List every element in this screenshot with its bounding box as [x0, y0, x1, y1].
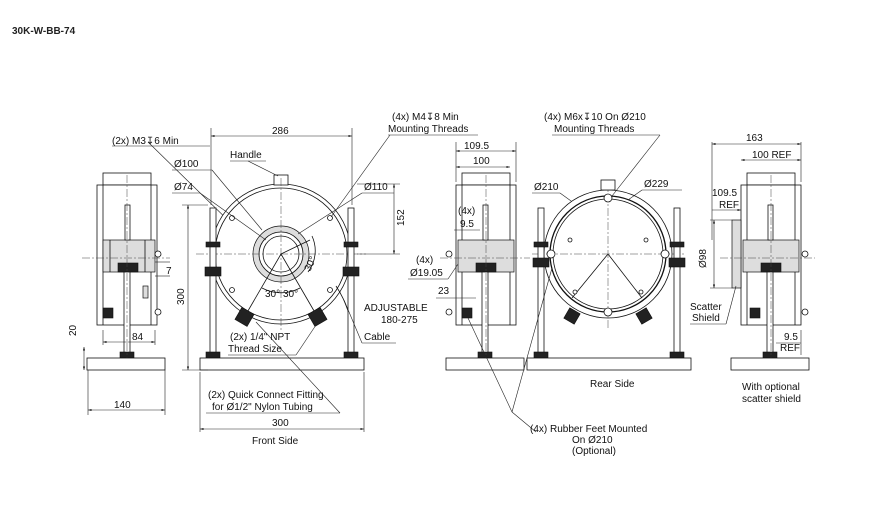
dim-9-5-b: 9.5	[784, 332, 798, 343]
left-view-dimensions: 140 84 20 7 (2x) M3↧6 Min	[68, 136, 241, 415]
scatter-shield	[731, 219, 742, 289]
callout-rubber-feet-line3: (Optional)	[572, 446, 616, 457]
dim-d229: Ø229	[644, 179, 669, 190]
right-side-view	[720, 172, 815, 371]
dim-109-5-ref: 109.5	[712, 188, 737, 199]
callout-m6-line2: Mounting Threads	[554, 124, 634, 135]
callout-m4-line1: (4x) M4↧8 Min	[392, 112, 459, 123]
callout-rubber-feet-line1: (4x) Rubber Feet Mounted	[530, 424, 647, 435]
view-label-side-line2: scatter shield	[742, 394, 801, 405]
callout-npt-line2: Thread Size	[228, 344, 282, 355]
ref-label-b: REF	[780, 343, 800, 354]
fitting-right	[307, 306, 328, 327]
front-view-dimensions: 286 152 300 300 Front Side Ø100 Ø74 Hand…	[172, 112, 478, 447]
dim-140: 140	[114, 400, 131, 411]
callout-adjustable-line2: 180-275	[381, 315, 418, 326]
callout-handle: Handle	[230, 150, 262, 161]
callout-quick-connect-line2: for Ø1/2" Nylon Tubing	[212, 402, 313, 413]
angle-30-b: 30°	[283, 289, 298, 300]
callout-quick-connect-line1: (2x) Quick Connect Fitting	[208, 390, 324, 401]
rear-view-dimensions: (4x) M6x↧10 On Ø210 Mounting Threads Ø22…	[467, 112, 682, 457]
knob	[117, 262, 139, 273]
view-label-front: Front Side	[252, 436, 299, 447]
dim-84: 84	[132, 332, 144, 343]
callout-rubber-feet-line2: On Ø210	[572, 435, 613, 446]
right-view-dimensions: 163 100 REF 109.5 REF Ø98 Scatter Shield…	[690, 133, 802, 405]
dim-23: 23	[438, 286, 450, 297]
front-view: 30° 30° 30°	[196, 174, 366, 371]
dim-152: 152	[396, 209, 407, 226]
middle-view-dimensions: 109.5 100 (4x) 9.5 (4x) Ø19.05 23 Ø210	[408, 141, 579, 299]
callout-adjustable-line1: ADJUSTABLE	[364, 303, 428, 314]
callout-cable: Cable	[364, 332, 391, 343]
dim-d210: Ø210	[534, 182, 559, 193]
dim-d98: Ø98	[698, 249, 709, 268]
view-label-rear: Rear Side	[590, 379, 635, 390]
dim-300-vertical: 300	[176, 288, 187, 305]
callout-scatter-line2: Shield	[692, 313, 720, 324]
view-label-side-line1: With optional	[742, 382, 800, 393]
dim-163: 163	[746, 133, 763, 144]
dim-7: 7	[166, 266, 172, 277]
dim-100: 100	[473, 156, 490, 167]
callout-4x-b: (4x)	[416, 255, 433, 266]
angle-30-a: 30°	[265, 289, 280, 300]
base-plate	[86, 357, 166, 371]
callout-4x-a: (4x)	[458, 206, 475, 217]
document-title: 30K-W-BB-74	[12, 26, 76, 37]
left-side-view	[82, 172, 170, 371]
dim-300-horizontal: 300	[272, 418, 289, 429]
callout-npt-line1: (2x) 1/4" NPT	[230, 332, 290, 343]
rear-view	[526, 179, 692, 371]
dim-286: 286	[272, 126, 289, 137]
dim-d100: Ø100	[174, 159, 199, 170]
dim-109-5: 109.5	[464, 141, 489, 152]
callout-m6-line1: (4x) M6x↧10 On Ø210	[544, 112, 646, 123]
front-base-plate	[199, 357, 365, 371]
dim-d74: Ø74	[174, 182, 193, 193]
dim-100-ref: 100 REF	[752, 150, 791, 161]
callout-m3: (2x) M3↧6 Min	[112, 136, 179, 147]
callout-m4-line2: Mounting Threads	[388, 124, 468, 135]
dim-d110: Ø110	[364, 182, 388, 193]
dim-9-5: 9.5	[460, 219, 474, 230]
middle-side-view	[440, 172, 530, 371]
dim-20: 20	[68, 324, 79, 336]
ref-label-a: REF	[719, 200, 739, 211]
fitting-left	[234, 306, 255, 327]
callout-scatter-line1: Scatter	[690, 302, 722, 313]
dim-d19-05: Ø19.05	[410, 268, 443, 279]
